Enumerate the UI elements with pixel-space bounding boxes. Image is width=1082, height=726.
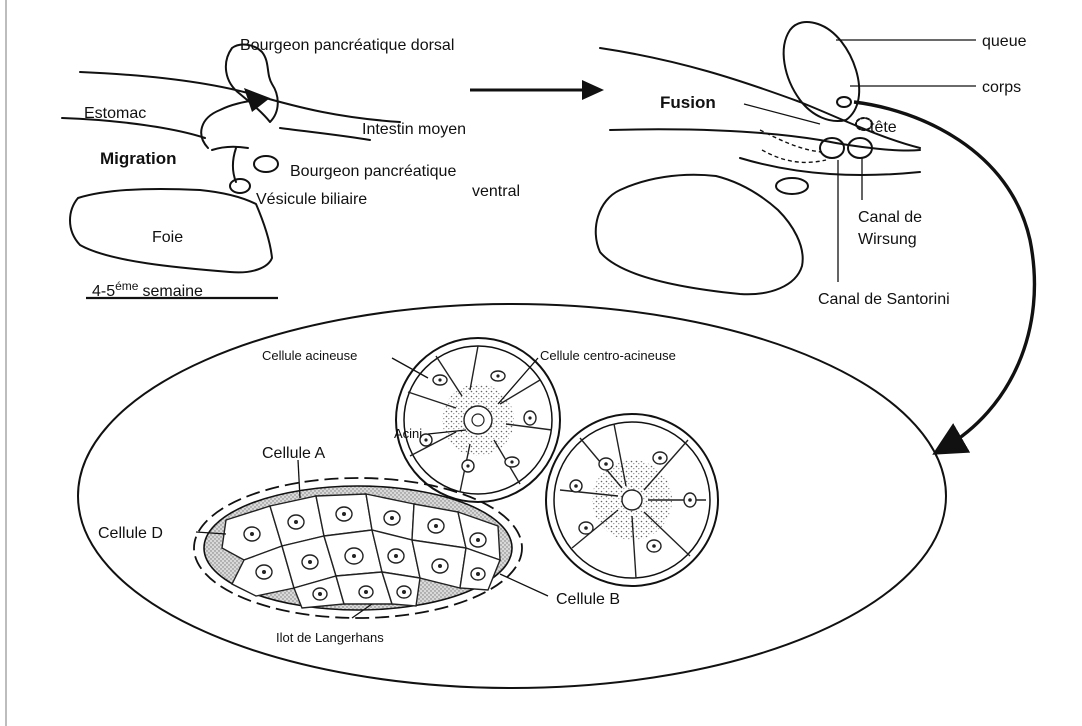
dashed-fusion-path-2 bbox=[762, 150, 826, 162]
cellule-d-label: Cellule D bbox=[98, 525, 163, 542]
vesicule-label: Vésicule biliaire bbox=[256, 191, 367, 208]
intestin-label: Intestin moyen bbox=[362, 121, 466, 138]
cellule-acineuse-label: Cellule acineuse bbox=[262, 348, 357, 363]
wirsung-label-1: Canal de bbox=[858, 209, 922, 226]
gallbladder-shape bbox=[230, 179, 250, 193]
lower-contour bbox=[740, 158, 920, 175]
estomac-label: Estomac bbox=[84, 105, 146, 122]
gallbladder-shape-right bbox=[776, 178, 808, 194]
ventral-bud-label-1: Bourgeon pancréatique bbox=[290, 163, 456, 180]
cellule-b-label: Cellule B bbox=[556, 591, 620, 608]
dorsal-bud-label: Bourgeon pancréatique dorsal bbox=[240, 37, 454, 54]
fusion-label: Fusion bbox=[660, 93, 716, 112]
acini-label: Acini bbox=[394, 426, 422, 441]
fused-pancreas-drawing bbox=[596, 22, 1035, 448]
migration-stroke bbox=[212, 147, 248, 150]
foie-label: Foie bbox=[152, 229, 183, 246]
wirsung-label-2: Wirsung bbox=[858, 231, 917, 248]
liver-shape-right bbox=[596, 175, 803, 294]
duct-line bbox=[233, 148, 236, 182]
ventral-bud-label-2: ventral bbox=[472, 183, 520, 200]
cellule-a-label: Cellule A bbox=[262, 445, 325, 462]
migration-label: Migration bbox=[100, 149, 177, 168]
corps-label: corps bbox=[982, 79, 1021, 96]
acinus-2 bbox=[546, 414, 718, 586]
migration-path bbox=[201, 100, 256, 148]
transition-arrowhead bbox=[582, 80, 604, 100]
queue-label: queue bbox=[982, 33, 1027, 50]
fusion-leader bbox=[744, 104, 820, 124]
corps-marker bbox=[837, 97, 851, 107]
acinus-1 bbox=[396, 338, 560, 502]
cellule-centro-acineuse-label: Cellule centro-acineuse bbox=[540, 348, 676, 363]
tete-label: tête bbox=[870, 119, 897, 136]
ventral-loop bbox=[820, 138, 844, 158]
ventral-bud-shape bbox=[254, 156, 278, 172]
ilot-label: Ilot de Langerhans bbox=[276, 630, 384, 645]
gut-contour bbox=[280, 128, 370, 140]
santorini-label: Canal de Santorini bbox=[818, 291, 950, 308]
